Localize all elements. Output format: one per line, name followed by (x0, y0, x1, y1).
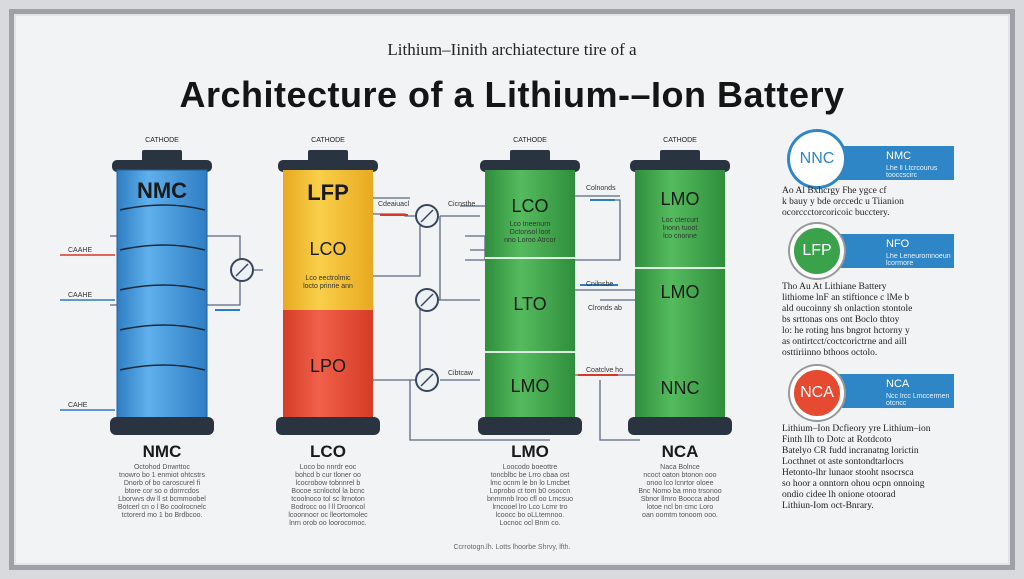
poster-subtitle: Lithium–Iinith archiatecture tire of a (387, 40, 637, 59)
battery-lmo-note-3: nno Loroo Atrcor (504, 237, 556, 244)
battery-nca: CATHODE LMO Loc ctercurt lnonn tuoot lco… (628, 137, 732, 461)
legend-circle-nca: NCA (790, 366, 844, 420)
battery-nca-seg-2: NNC (661, 378, 700, 398)
battery-nca-note-3: lco cnonne (663, 233, 697, 240)
battery-lmo-seg-1: LTO (513, 294, 546, 314)
legend-lfp-title: NFO (886, 238, 910, 250)
battery-nmc: CATHODE NMC NMC (110, 137, 214, 461)
battery-lco-seg-2: LPO (310, 356, 346, 376)
battery-lco: CATHODE LFP LCO Lco eectrolmic locto pri… (276, 137, 380, 461)
battery-lco-top-label: CATHODE (311, 137, 345, 144)
wire-label-left-1: CAAHE (68, 247, 92, 254)
battery-lco-name: LCO (310, 442, 346, 461)
battery-nmc-main-label: NMC (137, 178, 187, 203)
legend-circle-lfp: LFP (790, 224, 844, 278)
battery-lco-seg-1: LCO (309, 239, 346, 259)
wire-label-mid-2: Cicnsthe (448, 201, 475, 208)
battery-lco-seg-note-2: locto prinrie ann (303, 283, 353, 290)
battery-lmo-note-1: Lco tneenurn (510, 221, 551, 228)
meter-3 (415, 288, 439, 312)
poster-title: Architecture of a Lithium-–Ion Battery (179, 74, 845, 115)
battery-nmc-name: NMC (143, 442, 182, 461)
battery-lmo-seg-2: LMO (510, 376, 549, 396)
legend-nmc-sub: Lhe ll Ltcrcourus tooccscirc (886, 165, 938, 179)
battery-nca-top-label: CATHODE (663, 137, 697, 144)
battery-lco-main-label: LFP (307, 180, 349, 205)
battery-nmc-top-label: CATHODE (145, 137, 179, 144)
battery-nca-note-2: lnonn tuoot (663, 225, 698, 232)
footer-credit: Ccrrotogn.lh. Lotts lhoorbe Shrvy, lfth. (453, 544, 571, 551)
battery-nca-note-1: Loc ctercurt (662, 217, 699, 224)
meter-4 (415, 368, 439, 392)
wire-label-mid-3: Cibtcaw (448, 370, 474, 377)
meter-2 (415, 204, 439, 228)
wire-label-mid-6: Clronds ab (588, 305, 622, 312)
battery-lmo-note-2: Dctonsol loot (510, 229, 551, 236)
legend-circle-nmc: NNC (790, 132, 844, 186)
legend-nmc-title: NMC (886, 150, 912, 162)
wire-label-left-3: CAHE (68, 402, 88, 409)
legend-nca-title: NCA (886, 378, 910, 390)
legend-lfp-sub: Lhe Leneuromnoeun lcormore (886, 253, 951, 267)
wire-label-mid-1: Cdeaiuacl (378, 201, 410, 208)
wire-label-mid-7: Coatclve ho (586, 367, 623, 374)
battery-nca-seg-1: LMO (660, 282, 699, 302)
meter-1 (230, 258, 254, 282)
battery-lco-seg-note-1: Lco eectrolmic (305, 275, 351, 282)
right-paragraph-2: Tho Au At Lithiane Battery lithiome lnF … (782, 282, 913, 358)
wire-label-mid-5: Cnilnsbe (586, 281, 613, 288)
wire-label-left-2: CAAHE (68, 292, 92, 299)
battery-lmo-name: LMO (511, 442, 549, 461)
battery-nca-main-label: LMO (660, 189, 699, 209)
battery-lmo-top-label: CATHODE (513, 137, 547, 144)
legend-nca-sub: Ncc lrcc Lmccermen otcncc (886, 393, 950, 407)
right-paragraph-3: Lithium–Ion Dcfieory yre Lithium–ion Fin… (782, 424, 931, 511)
right-paragraph-1: Ao Al Bxhcrgy Fhe ygce cf k bauy y bde o… (782, 186, 904, 218)
battery-lmo-main-label: LCO (511, 196, 548, 216)
battery-lmo: CATHODE LCO Lco tneenurn Dctonsol loot n… (478, 137, 582, 461)
wire-label-mid-4: Colnonds (586, 185, 616, 192)
battery-nca-name: NCA (662, 442, 699, 461)
